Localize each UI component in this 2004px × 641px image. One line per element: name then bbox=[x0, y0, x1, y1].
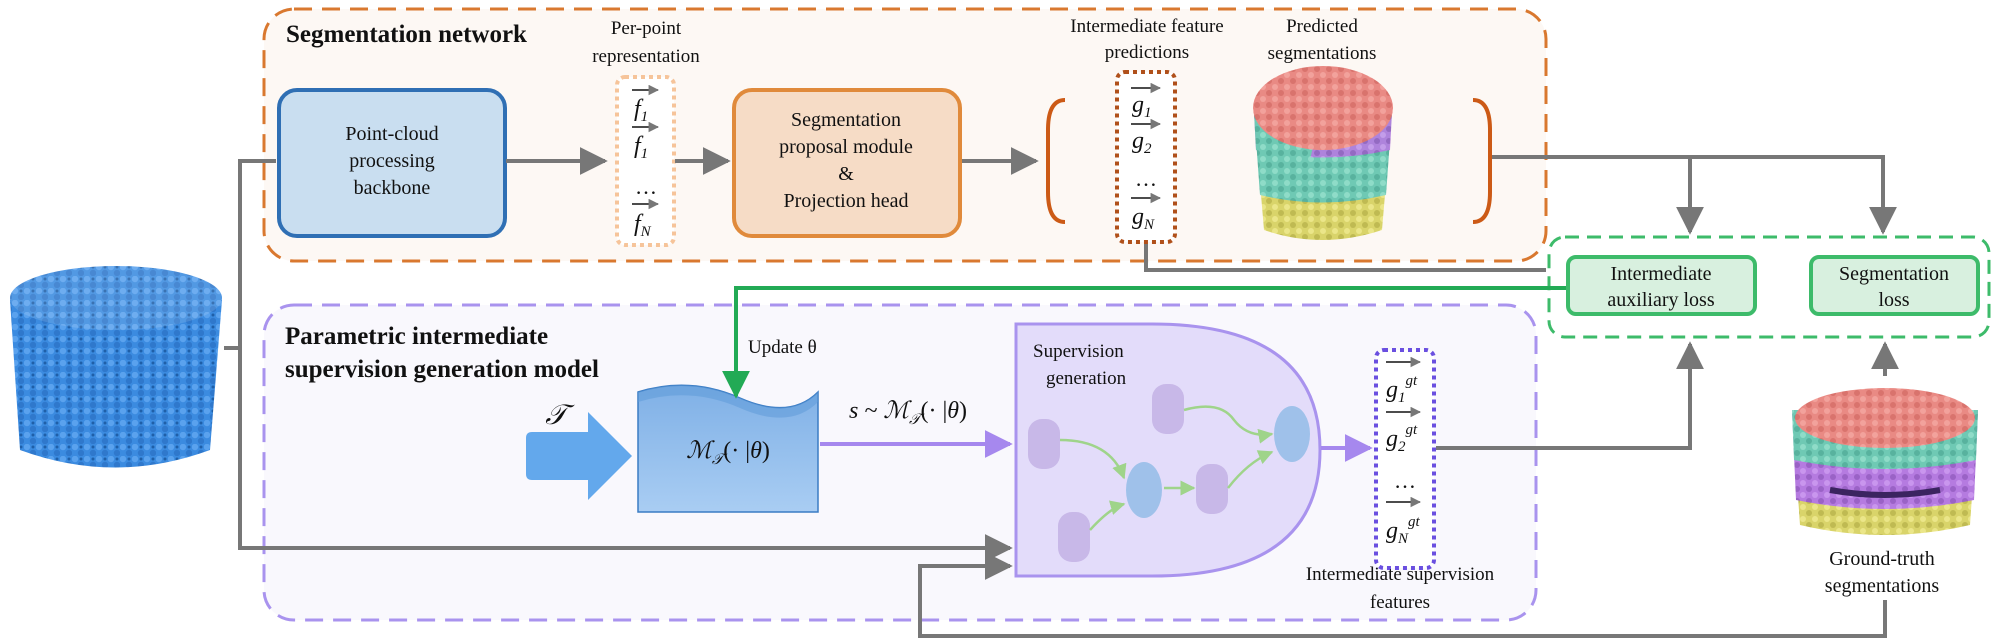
g-item-ellipsis: … bbox=[1135, 166, 1157, 191]
ground-truth-label-1: Ground-truth bbox=[1829, 548, 1935, 570]
per-point-label-1: Per-point bbox=[611, 18, 682, 39]
backbone-label-1: Point-cloud bbox=[345, 123, 438, 145]
g-vector-items: g1 g2 … gN bbox=[1131, 82, 1162, 233]
aux-loss-box bbox=[1566, 255, 1757, 316]
update-theta-label: Update θ bbox=[748, 337, 817, 358]
ground-truth-label-2: segmentations bbox=[1825, 575, 1940, 597]
predicted-label-2: segmentations bbox=[1268, 43, 1377, 64]
segmentation-network-title: Segmentation network bbox=[286, 21, 527, 48]
ggt-label-1: Intermediate supervision bbox=[1306, 564, 1495, 585]
ground-truth-segmentation-image bbox=[1792, 388, 1978, 535]
sup-gen-internal-graph bbox=[1028, 384, 1310, 562]
backbone-label-3: backbone bbox=[354, 177, 431, 199]
f-vector-items: f1 f1 … fN bbox=[632, 84, 660, 240]
t-block-arrow bbox=[526, 412, 632, 500]
input-point-cloud bbox=[10, 266, 222, 468]
connectors bbox=[224, 147, 1899, 638]
inter-feature-label-1: Intermediate feature bbox=[1070, 16, 1223, 37]
sup-gen-label-1: Supervision bbox=[1033, 341, 1124, 362]
predicted-segmentation-image bbox=[1253, 66, 1393, 240]
input-to-supervision-arrow bbox=[238, 348, 1013, 562]
proposal-label-2: proposal module bbox=[779, 136, 913, 158]
aux-loss-label-1: Intermediate bbox=[1610, 263, 1711, 285]
sample-label: s ~ ℳ𝒯(· |θ) bbox=[849, 398, 967, 428]
proposal-label-4: Projection head bbox=[784, 190, 909, 212]
model-label: ℳ𝒯(· |θ) bbox=[686, 438, 770, 468]
update-theta-arrow bbox=[722, 286, 1566, 399]
ggt-vector-box bbox=[1374, 348, 1436, 570]
ggt-item-ellipsis: … bbox=[1394, 468, 1416, 493]
proposal-label-1: Segmentation bbox=[791, 109, 901, 131]
predicted-label-1: Predicted bbox=[1286, 16, 1358, 37]
supervision-generation-box bbox=[1014, 322, 1322, 578]
seg-loss-box bbox=[1809, 255, 1980, 316]
backbone-label-2: processing bbox=[349, 150, 435, 172]
seg-loss-label-1: Segmentation bbox=[1839, 263, 1949, 285]
gt-to-supgen-arrow bbox=[918, 552, 1887, 638]
sup-gen-label-2: generation bbox=[1046, 368, 1127, 389]
proposal-module-box bbox=[732, 88, 962, 238]
input-to-backbone-arrow bbox=[224, 159, 276, 350]
per-point-vector-box bbox=[615, 75, 676, 247]
g-to-loss-line bbox=[1144, 244, 1546, 272]
left-bracket bbox=[1046, 98, 1066, 224]
ggt-to-aux-loss-arrow bbox=[1436, 341, 1704, 450]
f-item-ellipsis: … bbox=[635, 174, 657, 199]
backbone-box bbox=[277, 88, 507, 238]
aux-loss-label-2: auxiliary loss bbox=[1607, 289, 1714, 311]
per-point-label-2: representation bbox=[592, 46, 700, 67]
seg-loss-label-2: loss bbox=[1878, 289, 1909, 311]
proposal-label-3: & bbox=[838, 163, 854, 185]
parametric-title-1: Parametric intermediate bbox=[285, 323, 548, 350]
right-bracket bbox=[1472, 98, 1492, 224]
inter-feature-label-2: predictions bbox=[1105, 42, 1189, 63]
ggt-label-2: features bbox=[1370, 592, 1430, 613]
predictions-to-seg-loss-arrow bbox=[1492, 155, 1897, 235]
parametric-title-2: supervision generation model bbox=[285, 356, 599, 383]
